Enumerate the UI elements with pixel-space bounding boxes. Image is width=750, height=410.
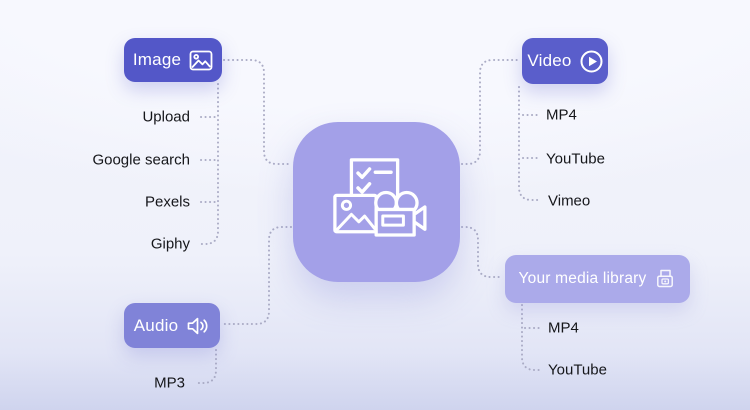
- image-item-pexels: Pexels: [144, 193, 190, 211]
- connector-hub-to-library: [461, 226, 504, 278]
- image-node[interactable]: Image: [124, 38, 222, 82]
- image-icon: [189, 50, 213, 70]
- media-hub: [293, 122, 460, 282]
- connector-image-to-hub: [223, 59, 292, 165]
- connector-video-items-spine: [518, 86, 541, 201]
- image-item-upload: Upload: [142, 108, 190, 126]
- image-item-giphy: Giphy: [150, 235, 190, 253]
- connector-image-items-spine: [199, 83, 219, 245]
- speaker-icon: [187, 317, 208, 334]
- media-box-icon: [657, 269, 674, 288]
- connector-hub-to-video: [461, 59, 521, 165]
- image-node-label: Image: [132, 50, 182, 69]
- library-item-mp4: MP4: [548, 319, 579, 337]
- media-library-node[interactable]: Your media library: [505, 255, 690, 303]
- video-item-vimeo: Vimeo: [548, 192, 591, 210]
- media-library-node-label: Your media library: [518, 270, 647, 287]
- media-collage-icon: [332, 158, 427, 237]
- video-item-youtube: YouTube: [546, 150, 605, 168]
- connector-audio-to-mp3: [196, 349, 217, 384]
- play-circle-icon: [580, 50, 603, 72]
- image-item-google-search: Google search: [92, 151, 190, 169]
- audio-node[interactable]: Audio: [124, 303, 220, 348]
- audio-node-label: Audio: [133, 315, 179, 335]
- audio-item-mp3: MP3: [154, 374, 185, 392]
- connector-hub-to-audio: [222, 226, 292, 325]
- video-item-mp4: MP4: [546, 106, 577, 124]
- library-item-youtube: YouTube: [548, 361, 607, 379]
- video-node[interactable]: Video: [522, 38, 608, 84]
- connector-library-items-spine: [521, 304, 543, 371]
- video-node-label: Video: [527, 51, 572, 70]
